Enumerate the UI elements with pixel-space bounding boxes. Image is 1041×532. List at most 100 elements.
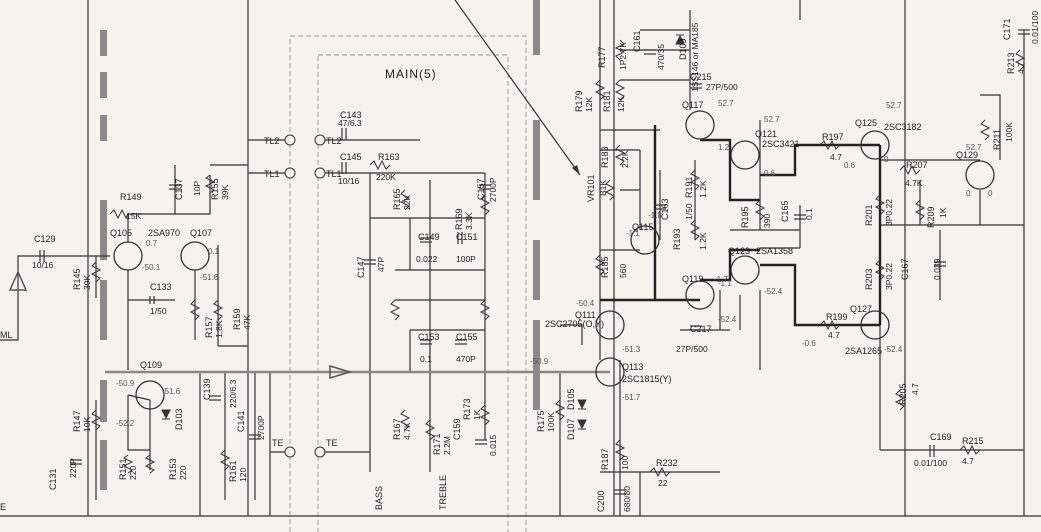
c137-value: 10P [192,181,202,196]
r151-value: 220 [128,466,138,480]
svg-text:0: 0 [966,189,971,198]
r193-ref: R193 [672,228,682,250]
svg-text:0.6: 0.6 [764,169,776,178]
bass-label: BASS [374,486,384,510]
r167-value: 4.7K [402,422,412,440]
svg-text:-1.8: -1.8 [648,211,662,220]
r213-value: 4.7 [1016,62,1026,74]
q125-label: Q125 [855,118,877,128]
wiring [0,0,1024,516]
r215-value: 4.7 [962,456,974,466]
r145-ref: R145 [72,268,82,290]
connector-tl1: TL1 [264,169,280,179]
vr101-ref: VR101 [586,174,596,202]
svg-text:1.2: 1.2 [718,143,730,152]
svg-text:-50.1: -50.1 [142,263,161,272]
q115-label: Q115 [632,222,653,232]
q111-label: Q111 [575,310,596,320]
c129-ref: C129 [34,234,56,244]
r171-value: 2.2M [442,436,452,455]
r157-value: 1.8K [214,320,224,338]
q107-part: 2SA970 [148,228,180,238]
c157-value: 2700P [488,177,498,202]
r211-value: 100K [1004,122,1014,142]
r205-value: 4.7 [910,383,920,395]
c215-value: 27P/500 [706,82,738,92]
connector-tl2b: TL2 [326,136,342,146]
c217-ref: C217 [690,324,712,334]
r153-ref: R153 [168,458,178,480]
r187-ref: R187 [600,448,610,470]
c149-value: 0.022 [416,254,438,264]
r197-ref: R197 [822,132,844,142]
leader-arrowhead [572,165,580,175]
terminals [284,134,326,458]
svg-text:52.7: 52.7 [764,115,780,124]
c131-ref: C131 [48,468,58,490]
r153-value: 220 [178,466,188,480]
tone-board-outline [289,35,527,532]
connector-tl2: TL2 [264,136,280,146]
c165-value: 0.1 [804,208,814,220]
svg-text:0.1: 0.1 [208,247,220,256]
r175-ref: R175 [536,410,546,432]
d109-ref: D109 [678,38,688,60]
svg-text:0: 0 [988,189,993,198]
r199-value: 4.7 [828,330,840,340]
r185-value: 560 [618,264,628,278]
svg-text:0.7: 0.7 [146,239,158,248]
r163-value: 220K [376,172,396,182]
c143-ref: C143 [340,110,362,120]
r155-value: 39K [220,185,230,200]
c163-value: 1/50 [684,203,694,220]
rails [0,0,1041,517]
c169-ref: C169 [930,432,952,442]
r147-value: 10K [82,417,92,432]
diode-symbols [161,34,685,430]
r181-ref: R181 [602,90,612,112]
c133-ref: C133 [150,282,172,292]
r207-ref: R207 [906,160,928,170]
svg-text:0: 0 [884,155,889,164]
r165-value: 22K [402,195,412,210]
diode-labels: D103 D105 D107 D109 1SS146 or MA185 [174,22,700,440]
c145-value: 10/16 [338,176,360,186]
c149-ref: C149 [418,232,440,242]
r177-value: 1P2.7K [618,42,628,70]
treble-label: TREBLE [438,475,448,510]
resistor-symbols [90,39,1026,478]
c147-value: 47P [376,257,386,272]
c155-value: 470P [456,354,476,364]
r183-ref: R183 [600,146,610,168]
svg-text:-1.7: -1.7 [714,275,728,284]
svg-text:-1.1: -1.1 [718,279,732,288]
c167-ref: C167 [900,258,910,280]
q113-part: 2SC1815(Y) [622,374,672,384]
input-arrow [8,270,28,291]
svg-text:-52.2: -52.2 [116,419,135,428]
r179-ref: R179 [574,90,584,112]
leader-line [454,0,581,176]
q111-part: 2SC2705(O,Y) [545,319,604,329]
board-title: MAIN(5) [385,67,437,81]
r173-ref: R173 [462,398,472,420]
vr101-value: B1K [598,180,608,196]
c169-value: 0.01/100 [914,458,947,468]
r179-value: 12K [584,97,594,112]
c161-ref: C161 [632,30,642,52]
r203-ref: R203 [864,268,874,290]
q127-part: 2SA1265 [845,346,882,356]
r147-ref: R147 [72,410,82,432]
r185-ref: R185 [600,256,610,278]
svg-text:-1.1: -1.1 [626,229,640,238]
c153-value: 0.1 [420,354,432,364]
r169-ref: R169 [454,208,464,230]
c143-value: 47/6.3 [338,118,362,128]
r145-value: 39K [82,275,92,290]
r187-value: 100 [620,456,630,470]
c171-value: 0.01/100 [1030,11,1040,44]
svg-text:-0.6: -0.6 [802,339,816,348]
svg-text:-51.6: -51.6 [162,387,181,396]
c139-value: 220/6.3 [228,379,238,408]
svg-text:52.7: 52.7 [966,143,982,152]
